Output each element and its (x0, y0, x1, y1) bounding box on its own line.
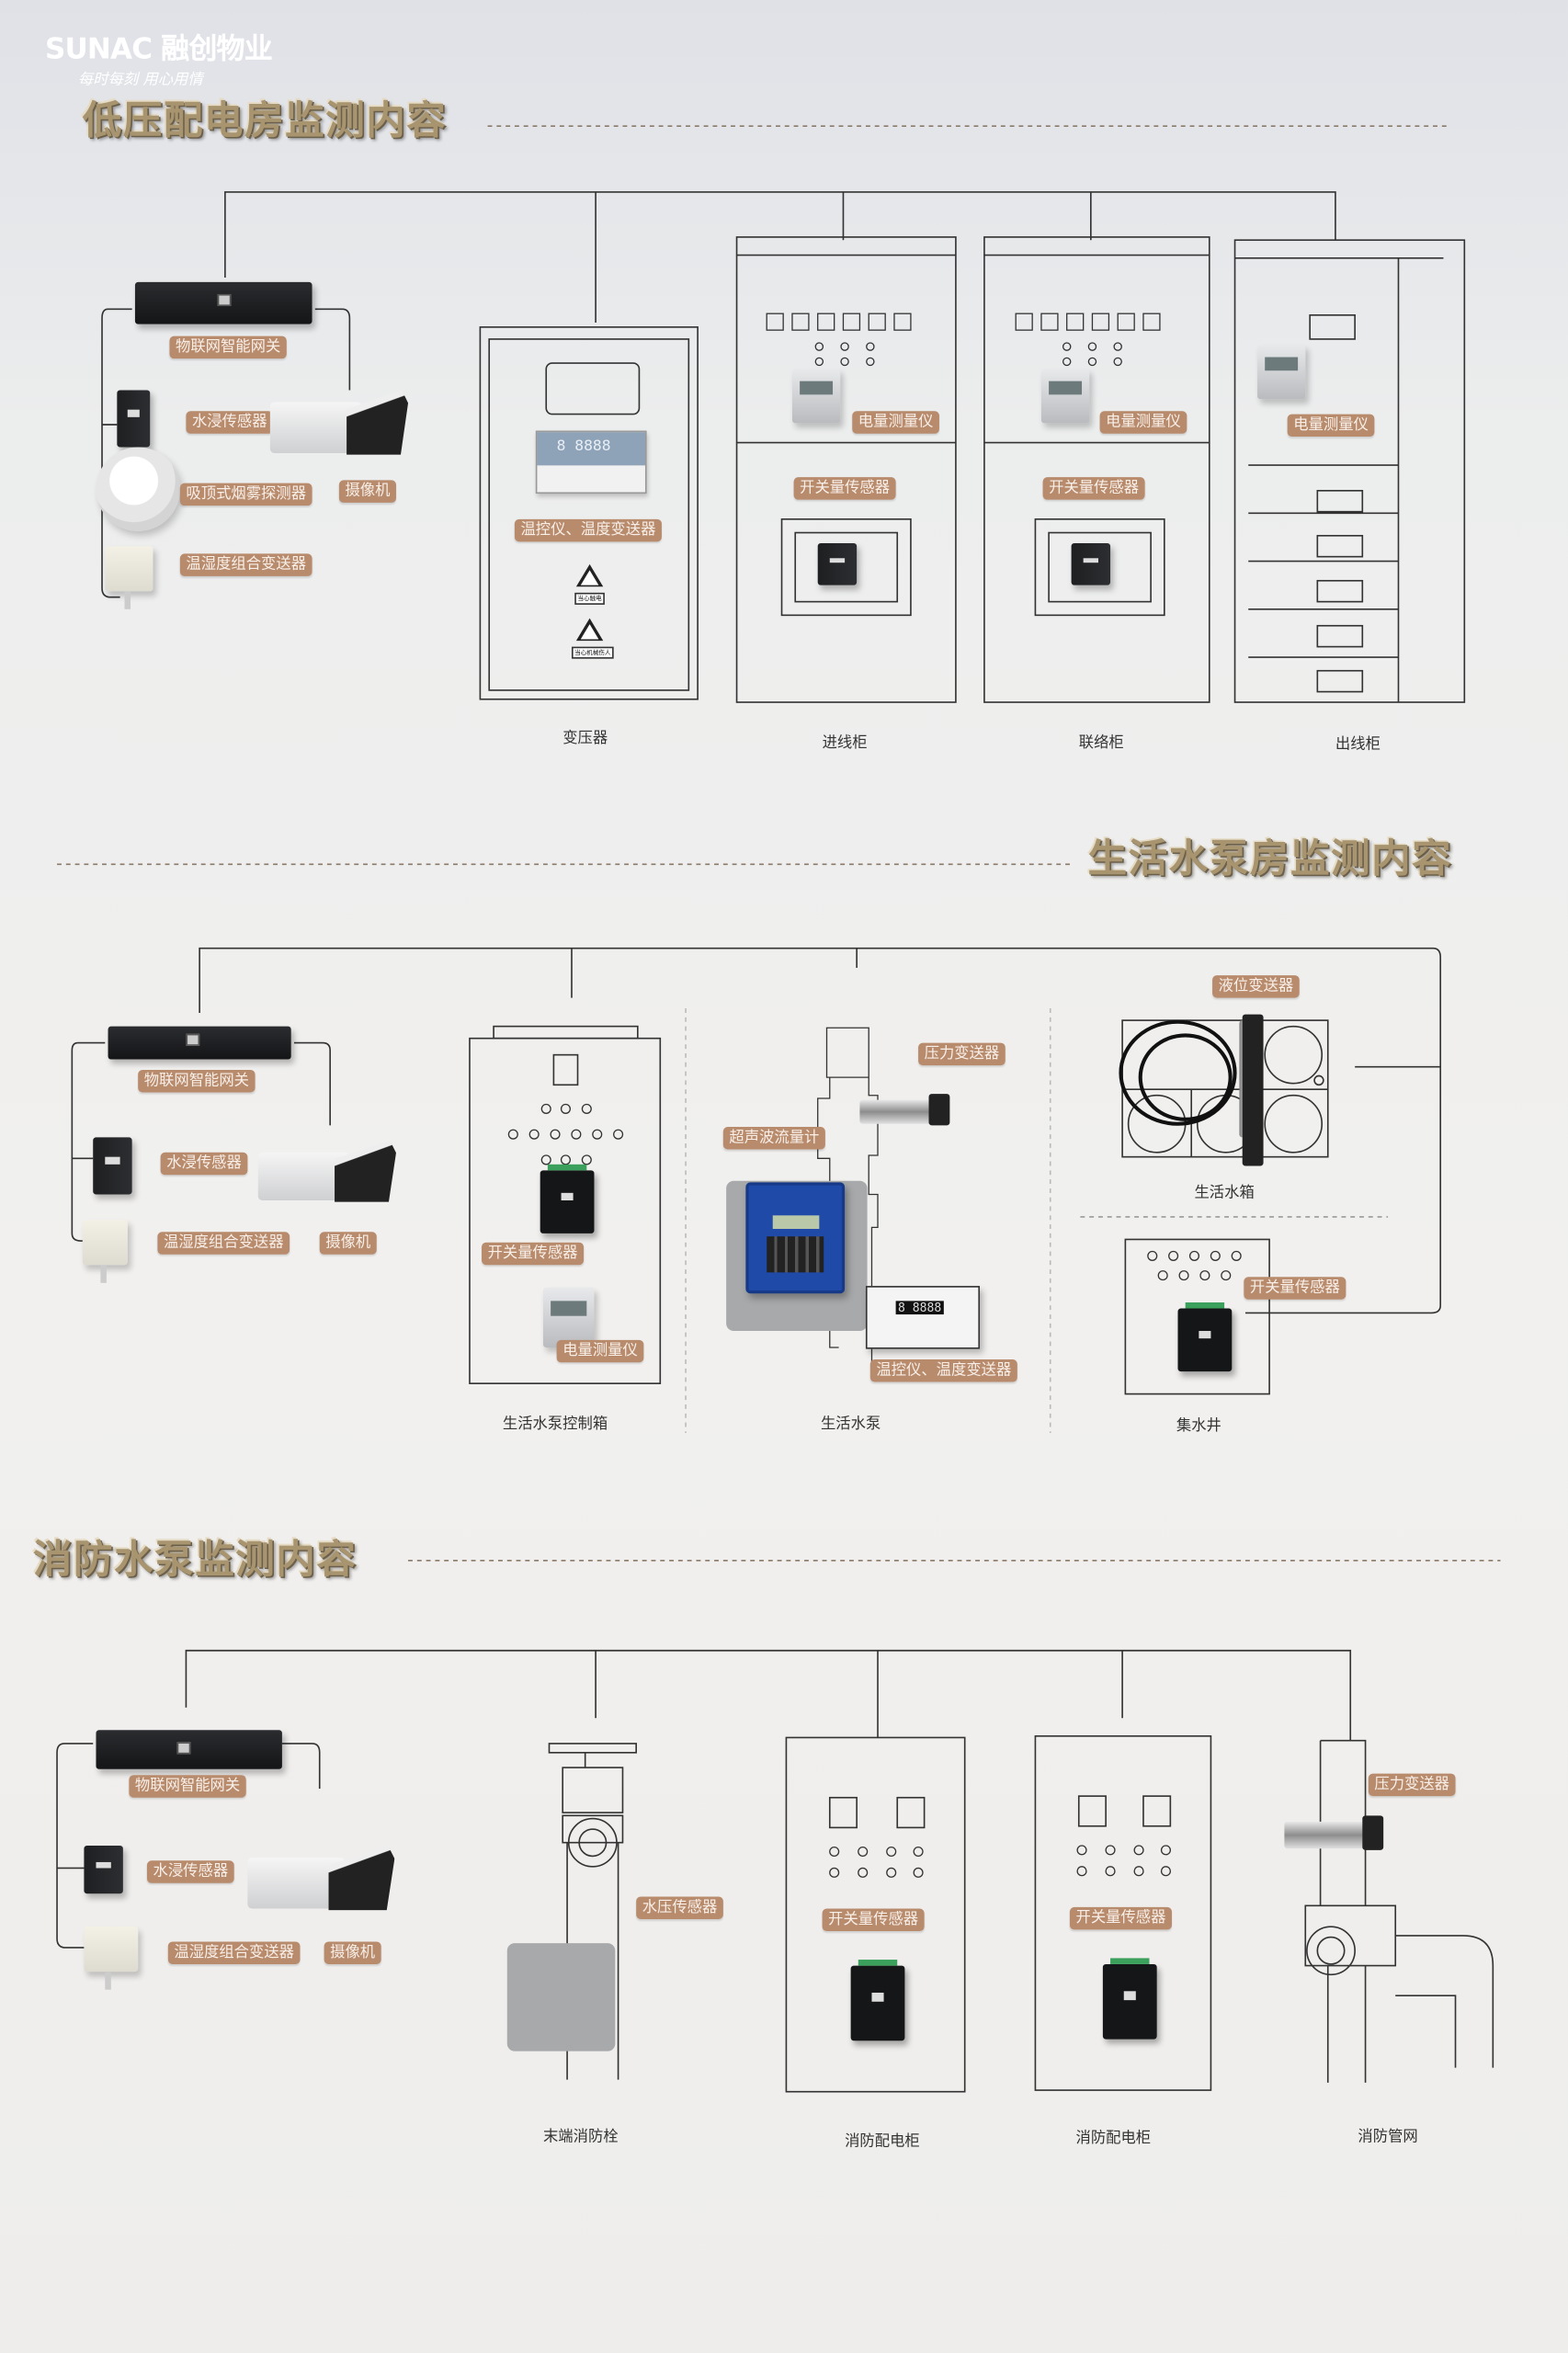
label-temp-controller: 温控仪、温度变送器 (514, 518, 662, 542)
tank-coil (1119, 1019, 1237, 1126)
caption-pipe-network: 消防管网 (1358, 2129, 1418, 2146)
water-sensor-device-3 (84, 1845, 123, 1894)
switch-sensor-tie (1071, 542, 1111, 585)
section-dividers (57, 125, 1501, 1562)
label-meter-control-box: 电量测量仪 (556, 1339, 644, 1363)
camera-device (269, 390, 409, 461)
bus-lines-3 (56, 1649, 1494, 2093)
label-temp-humidity-3: 温湿度组合变送器 (167, 1941, 301, 1964)
caption-fire-cabinet-1: 消防配电柜 (845, 2133, 920, 2151)
pressure-transmitter-device (859, 1094, 950, 1126)
label-meter-outgoing: 电量测量仪 (1287, 414, 1375, 438)
iot-gateway-device (134, 281, 312, 324)
caption-hydrant: 末端消防栓 (542, 2129, 619, 2146)
camera-device-2 (257, 1140, 396, 1210)
label-pressure-pipe: 压力变送器 (1368, 1773, 1456, 1797)
level-transmitter-device (1239, 1014, 1264, 1167)
brand-slogan: 每时每刻 用心用情 (77, 72, 203, 89)
caption-incoming-cabinet: 进线柜 (822, 734, 868, 752)
label-temp-humidity-2: 温湿度组合变送器 (157, 1232, 290, 1255)
section-title-fire-pump: 消防水泵监测内容 (32, 1538, 358, 1584)
temp-humidity-device-2 (82, 1220, 128, 1283)
smoke-detector-device (96, 447, 180, 531)
temp-controller-digits: 8 8888 (894, 1301, 945, 1314)
switch-sensor-fire-1 (850, 1960, 905, 2041)
label-pressure-transmitter: 压力变送器 (918, 1042, 1006, 1066)
section-title-low-voltage: 低压配电房监测内容 (82, 98, 448, 144)
label-gateway: 物联网智能网关 (169, 335, 287, 359)
label-switch-control-box: 开关量传感器 (482, 1242, 585, 1266)
label-temp-humidity: 温湿度组合变送器 (179, 553, 312, 576)
caption-pump: 生活水泵 (820, 1416, 881, 1434)
ultrasonic-flowmeter-device (745, 1182, 846, 1294)
display-digits: 8 8888 (556, 438, 611, 455)
caption-fire-cabinet-2: 消防配电柜 (1075, 2131, 1152, 2148)
caption-outgoing-cabinet: 出线柜 (1335, 736, 1381, 754)
caption-tie-cabinet: 联络柜 (1078, 734, 1124, 752)
hydrant-outline (548, 1743, 637, 2080)
temp-controller-device: 8 8888 (865, 1286, 981, 1349)
caption-water-tank: 生活水箱 (1194, 1185, 1255, 1202)
label-water-pressure: 水压传感器 (636, 1896, 723, 1919)
label-switch-fire-1: 开关量传感器 (822, 1908, 925, 1932)
electric-warning-icon (575, 563, 604, 587)
label-water-sensor-2: 水浸传感器 (160, 1152, 248, 1176)
switch-sensor-control-box (540, 1164, 595, 1233)
temp-humidity-device (105, 546, 153, 609)
temp-humidity-device-3 (84, 1927, 139, 1990)
label-gateway-2: 物联网智能网关 (138, 1069, 256, 1093)
iot-gateway-device-2 (108, 1026, 291, 1060)
label-switch-tie: 开关量传感器 (1042, 477, 1145, 500)
temp-controller-display: 8 8888 (535, 430, 647, 494)
camera-device-3 (247, 1845, 395, 1917)
power-meter-outgoing (1257, 345, 1306, 400)
label-flowmeter: 超声波流量计 (722, 1127, 825, 1150)
label-switch-sump: 开关量传感器 (1244, 1277, 1346, 1300)
power-meter-tie (1040, 369, 1090, 424)
label-meter-incoming: 电量测量仪 (852, 411, 939, 434)
iot-gateway-device-3 (96, 1730, 282, 1769)
water-sensor-device-2 (93, 1137, 132, 1195)
water-pressure-sensor-device (506, 1943, 616, 2052)
bus-lines-1 (101, 191, 1336, 598)
label-gateway-3: 物联网智能网关 (129, 1775, 246, 1798)
label-water-sensor: 水浸传感器 (186, 411, 274, 434)
warning-label-mechanical: 当心机械伤人 (571, 646, 614, 659)
switch-sensor-incoming (817, 542, 858, 585)
label-switch-incoming: 开关量传感器 (793, 477, 896, 500)
label-camera: 摄像机 (338, 480, 396, 503)
caption-control-box: 生活水泵控制箱 (502, 1416, 608, 1434)
pressure-transmitter-pipe (1284, 1815, 1384, 1851)
caption-transformer: 变压器 (562, 731, 608, 747)
label-level-transmitter: 液位变送器 (1212, 975, 1300, 998)
label-camera-3: 摄像机 (324, 1941, 381, 1964)
caption-sump: 集水井 (1176, 1417, 1221, 1435)
cabinets-1 (479, 236, 1466, 703)
label-water-sensor-3: 水浸传感器 (146, 1860, 234, 1883)
power-meter-incoming (791, 369, 841, 424)
switch-sensor-sump (1177, 1302, 1233, 1372)
section-title-water-pump: 生活水泵房监测内容 (1087, 836, 1453, 882)
warning-label-shock: 当心触电 (574, 592, 605, 605)
switch-sensor-fire-2 (1102, 1958, 1157, 2040)
power-meter-control-box (542, 1287, 595, 1347)
water-sensor-device (117, 390, 151, 448)
label-smoke-detector: 吸顶式烟雾探测器 (179, 483, 312, 506)
label-pump-temp: 温控仪、温度变送器 (869, 1359, 1017, 1382)
label-switch-fire-2: 开关量传感器 (1069, 1906, 1172, 1930)
label-meter-tie: 电量测量仪 (1099, 411, 1187, 434)
mechanical-warning-icon (575, 618, 604, 642)
brand-logo: SUNAC 融创物业 (44, 32, 273, 66)
label-camera-2: 摄像机 (319, 1232, 377, 1255)
